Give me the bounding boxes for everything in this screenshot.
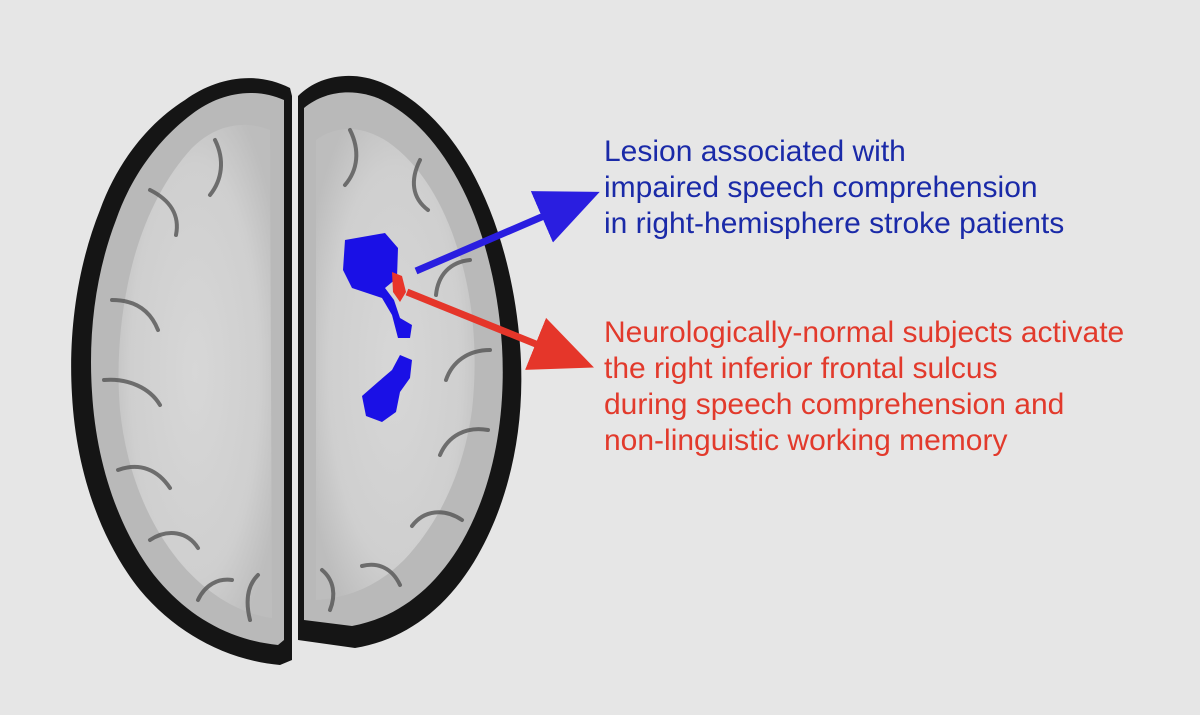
lesion-arrow [414,191,600,275]
activation-annotation-line: Neurologically-normal subjects activate [604,316,1125,349]
activation-annotation: Neurologically-normal subjects activate … [604,315,1124,459]
lesion-annotation-line: Lesion associated with [604,135,906,168]
activation-annotation-line: non-linguistic working memory [604,424,1008,457]
left-hemisphere [71,78,292,665]
activation-annotation-line: the right inferior frontal sulcus [604,352,998,385]
lesion-annotation-line: impaired speech comprehension [604,171,1038,204]
activation-annotation-line: during speech comprehension and [604,388,1065,421]
activation-region [392,272,406,302]
lesion-annotation: Lesion associated with impaired speech c… [604,134,1064,242]
lesion-annotation-line: in right-hemisphere stroke patients [604,207,1065,240]
activation-arrow [405,288,594,370]
lesion-region [343,233,412,422]
